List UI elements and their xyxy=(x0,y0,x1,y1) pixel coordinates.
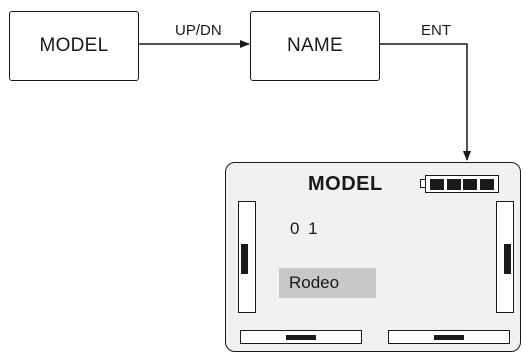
model-name-field: Rodeo xyxy=(279,268,376,298)
battery-cell xyxy=(463,178,478,190)
battery-icon xyxy=(425,175,499,193)
model-step-box: MODEL xyxy=(9,11,139,81)
lcd-screen: MODEL 0 1 Rodeo xyxy=(225,162,521,352)
trim-indicator xyxy=(241,244,248,274)
right-vertical-trim xyxy=(496,201,514,313)
model-step-label: MODEL xyxy=(39,35,109,56)
battery-cell xyxy=(430,178,445,190)
lcd-title: MODEL xyxy=(308,173,383,195)
left-horizontal-trim xyxy=(240,330,362,344)
arrow-name-to-lcd xyxy=(380,43,471,161)
name-step-label: NAME xyxy=(286,35,344,56)
ent-arrow-label: ENT xyxy=(421,22,451,39)
name-step-box: NAME xyxy=(250,11,380,81)
model-number: 0 1 xyxy=(290,219,320,238)
battery-cell xyxy=(446,178,461,190)
updn-arrow-label: UP/DN xyxy=(175,22,222,39)
battery-cell xyxy=(479,178,494,190)
left-vertical-trim xyxy=(238,201,256,313)
trim-indicator xyxy=(504,244,511,274)
trim-indicator xyxy=(286,335,316,340)
trim-indicator xyxy=(434,335,464,340)
battery-terminal xyxy=(420,179,425,188)
right-horizontal-trim xyxy=(388,330,510,344)
